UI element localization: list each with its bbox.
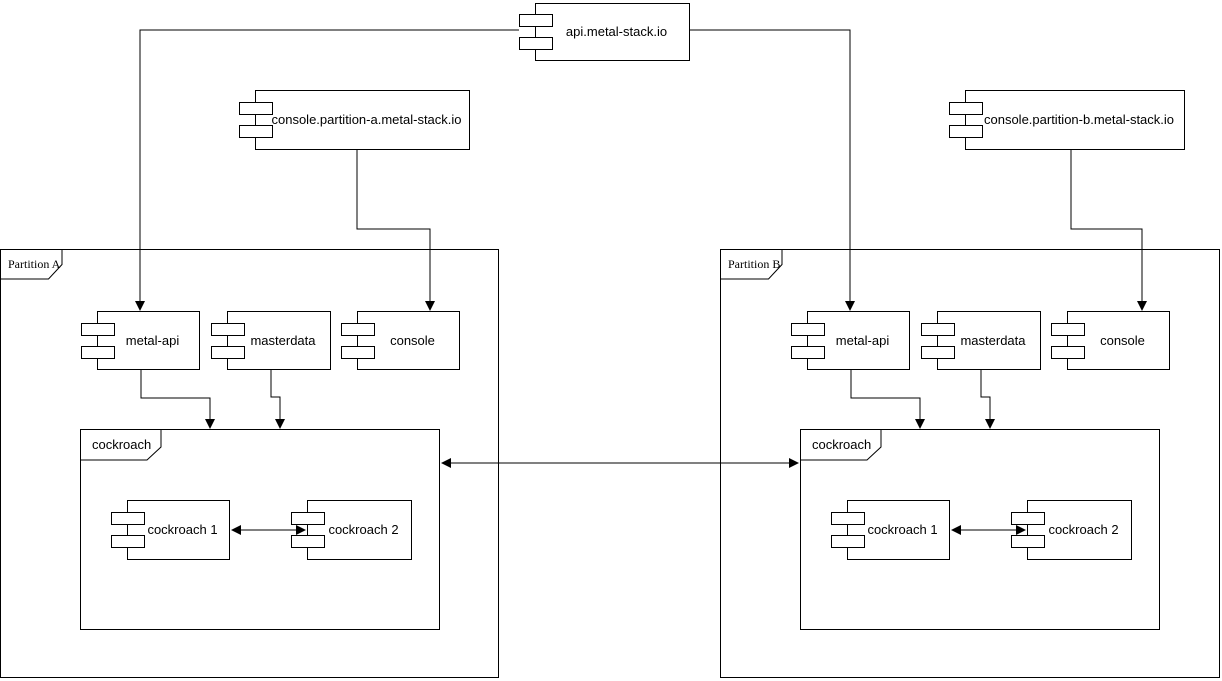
frame-tab-shape bbox=[80, 429, 162, 461]
uml-component-icon bbox=[111, 512, 145, 548]
component-label: cockroach 2 bbox=[1048, 522, 1119, 538]
package-label: cockroach bbox=[812, 437, 872, 452]
component-cockroach-2-a: cockroach 2 bbox=[291, 500, 412, 560]
uml-component-icon bbox=[341, 322, 375, 359]
component-cockroach-1-a: cockroach 1 bbox=[111, 500, 230, 560]
component-metal-api-a: metal-api bbox=[81, 311, 200, 370]
component-label: cockroach 1 bbox=[147, 522, 218, 538]
uml-component-icon bbox=[239, 102, 273, 138]
component-console-partition-a: console.partition-a.metal-stack.io bbox=[239, 90, 470, 150]
package-cockroach-a: cockroach cockroach 1 cockroach 2 bbox=[80, 429, 440, 630]
uml-component-icon bbox=[211, 322, 245, 359]
component-api-metal-stack-io: api.metal-stack.io bbox=[519, 3, 690, 61]
uml-component-icon bbox=[831, 512, 865, 548]
component-console-a: console bbox=[341, 311, 460, 370]
package-cockroach-b: cockroach cockroach 1 cockroach 2 bbox=[800, 429, 1160, 630]
partition-b-tab: Partition B bbox=[720, 249, 783, 285]
frame-tab-shape bbox=[800, 429, 882, 461]
component-label: cockroach 2 bbox=[328, 522, 399, 538]
component-metal-api-b: metal-api bbox=[791, 311, 910, 370]
component-cockroach-1-b: cockroach 1 bbox=[831, 500, 950, 560]
component-label: api.metal-stack.io bbox=[565, 24, 668, 40]
component-label: metal-api bbox=[125, 332, 180, 348]
component-label: metal-api bbox=[835, 332, 890, 348]
frame-tab-shape bbox=[0, 249, 63, 280]
component-console-b: console bbox=[1051, 311, 1170, 370]
package-label: cockroach bbox=[92, 437, 152, 452]
uml-component-icon bbox=[1051, 322, 1085, 359]
uml-component-icon bbox=[921, 322, 955, 359]
uml-component-icon bbox=[81, 322, 115, 359]
partition-a-tab: Partition A bbox=[0, 249, 63, 285]
partition-label: Partition B bbox=[728, 256, 781, 271]
component-masterdata-b: masterdata bbox=[921, 311, 1041, 370]
package-cockroach-a-tab: cockroach bbox=[80, 429, 162, 466]
component-label: masterdata bbox=[250, 332, 316, 348]
component-label: masterdata bbox=[960, 332, 1026, 348]
partition-a-frame: Partition A metal-api masterdata console… bbox=[0, 249, 499, 678]
component-label: console.partition-b.metal-stack.io bbox=[983, 112, 1175, 128]
component-label: cockroach 1 bbox=[867, 522, 938, 538]
uml-component-icon bbox=[519, 14, 553, 50]
uml-component-icon bbox=[791, 322, 825, 359]
uml-component-icon bbox=[291, 512, 325, 548]
component-console-partition-b: console.partition-b.metal-stack.io bbox=[949, 90, 1185, 150]
uml-component-icon bbox=[1011, 512, 1045, 548]
component-masterdata-a: masterdata bbox=[211, 311, 331, 370]
component-label: console.partition-a.metal-stack.io bbox=[271, 112, 462, 128]
partition-b-frame: Partition B metal-api masterdata console… bbox=[720, 249, 1220, 678]
uml-component-icon bbox=[949, 102, 983, 138]
partition-label: Partition A bbox=[8, 256, 61, 271]
component-label: console bbox=[1100, 332, 1145, 348]
component-cockroach-2-b: cockroach 2 bbox=[1011, 500, 1132, 560]
package-cockroach-b-tab: cockroach bbox=[800, 429, 882, 466]
component-label: console bbox=[390, 332, 435, 348]
